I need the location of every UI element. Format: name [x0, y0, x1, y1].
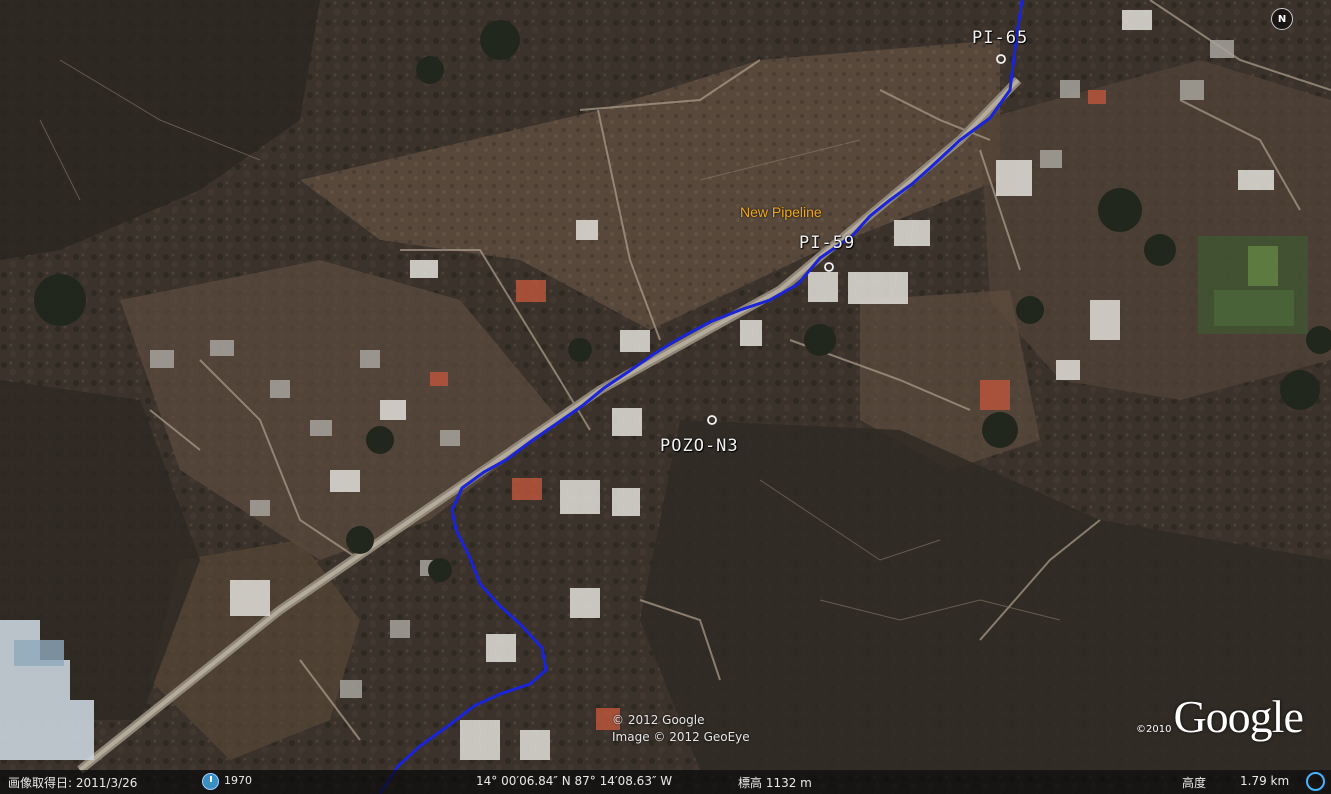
waypoint-label-pi-59: PI-59 — [799, 233, 856, 253]
cursor-coordinates: 14° 00′06.84″ N 87° 14′08.63″ W — [476, 774, 673, 788]
imagery-date: 画像取得日: 2011/3/26 — [8, 776, 138, 790]
waypoint-marker-pozo-n3[interactable] — [707, 415, 717, 425]
copyright-line-google: © 2012 Google — [612, 713, 705, 727]
logo-wordmark: Google — [1173, 691, 1303, 742]
waypoint-marker-pi-65[interactable] — [996, 54, 1006, 64]
pipeline-route — [378, 0, 1024, 794]
google-logo: ©2010 Google — [1136, 690, 1304, 743]
imagery-copyright: © 2012 Google Image © 2012 GeoEye — [612, 712, 750, 746]
historical-imagery-year[interactable]: 1970 — [224, 774, 252, 787]
logo-year: ©2010 — [1136, 724, 1172, 735]
north-indicator-icon[interactable]: N — [1271, 8, 1293, 30]
eye-altitude-label: 高度 — [1182, 776, 1207, 790]
waypoint-label-pozo-n3: POZO-N3 — [660, 436, 739, 456]
cursor-elevation: 標高 1132 m — [738, 776, 812, 790]
historical-imagery-clock-icon[interactable] — [202, 773, 219, 790]
eye-altitude-value: 1.79 km — [1240, 774, 1290, 788]
waypoint-marker-pi-59[interactable] — [824, 262, 834, 272]
streaming-status-icon — [1306, 772, 1325, 791]
route-label-new-pipeline: New Pipeline — [740, 204, 822, 220]
waypoint-label-pi-65: PI-65 — [972, 28, 1029, 48]
status-bar: 画像取得日: 2011/3/26 1970 14° 00′06.84″ N 87… — [0, 770, 1331, 794]
copyright-line-geoeye: Image © 2012 GeoEye — [612, 730, 750, 744]
